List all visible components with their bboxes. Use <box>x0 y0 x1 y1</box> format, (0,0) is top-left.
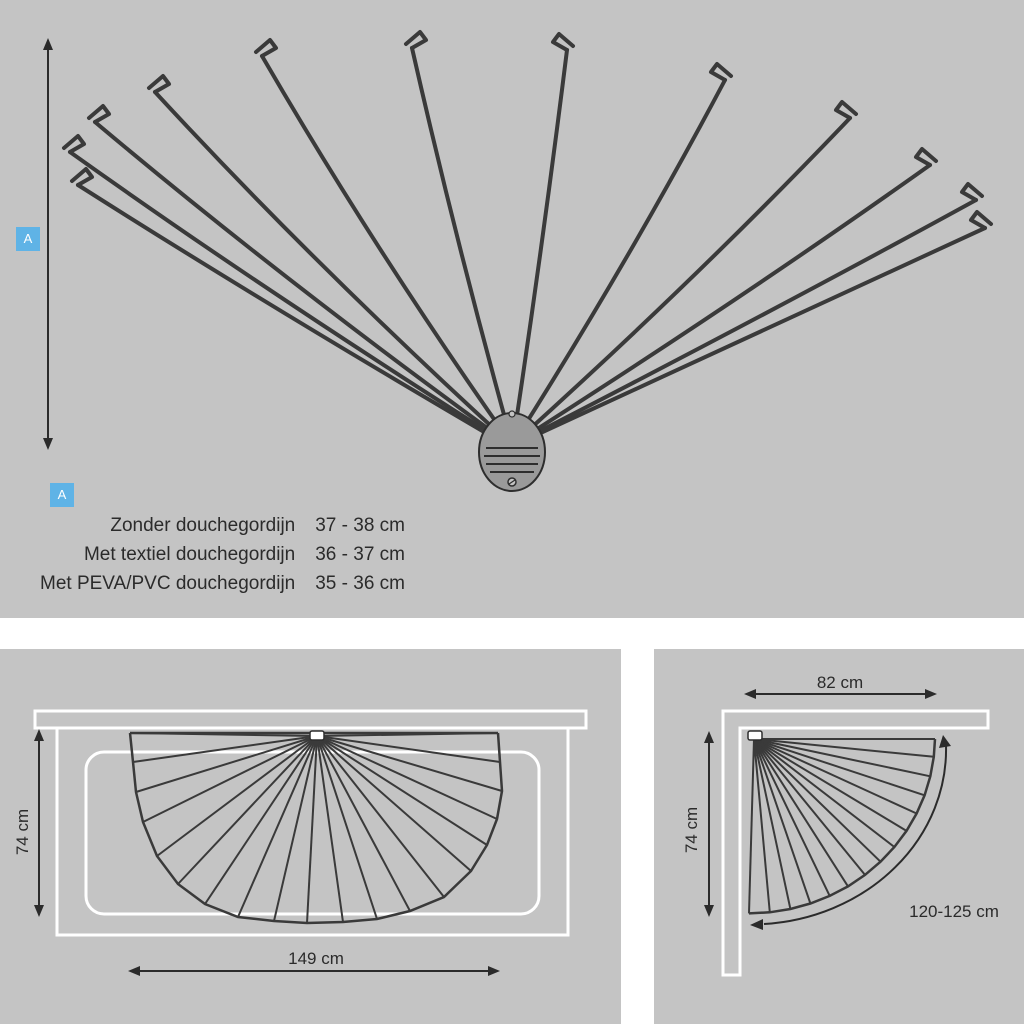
curtain-fan <box>748 738 937 915</box>
curtain-rod <box>204 735 318 905</box>
rod-hook <box>62 134 86 154</box>
curtain-rod <box>237 735 318 918</box>
curtain-rod <box>132 735 318 763</box>
rod <box>260 54 510 440</box>
curtain-outline <box>748 738 937 915</box>
measurement-row: Zonder douchegordijn 37 - 38 cm <box>40 511 405 540</box>
rod <box>68 150 500 440</box>
corner-panel: 82 cm 74 cm 120-125 cm <box>654 649 1024 1024</box>
rod-hook <box>960 182 984 202</box>
curtain-rod <box>753 738 849 887</box>
curtain-rod <box>316 735 501 763</box>
curtain-rod <box>316 735 472 872</box>
rod-fan-panel: A A Zonder douchegordijn 37 - 38 cm Met … <box>0 0 1024 618</box>
curtain-rod <box>753 738 918 815</box>
curtain-outline <box>128 732 504 925</box>
width-dimension-arrow <box>744 689 937 699</box>
depth-dimension-arrow <box>704 731 714 917</box>
rod <box>527 226 987 440</box>
curtain-rod <box>753 738 931 778</box>
depth-label: 74 cm <box>13 809 32 855</box>
bathtub-panel: 74 cm 149 cm <box>0 649 621 1024</box>
measurement-table: Zonder douchegordijn 37 - 38 cm Met text… <box>40 511 405 598</box>
rod-fan <box>62 30 993 440</box>
rod <box>518 116 852 440</box>
tub-outline <box>55 728 570 937</box>
depth-dimension-arrow <box>34 729 44 917</box>
curtain-rod <box>753 738 812 904</box>
rod <box>153 90 506 440</box>
corner-wall <box>721 709 990 977</box>
curtain-rod <box>753 738 925 797</box>
measurement-row: Met textiel douchegordijn 36 - 37 cm <box>40 540 405 569</box>
curtain-rod <box>316 735 498 820</box>
measurement-value: 36 - 37 cm <box>315 544 405 565</box>
bathtub-diagram: 74 cm 149 cm <box>13 709 588 976</box>
rod <box>93 120 503 440</box>
rod-hook <box>254 38 278 58</box>
corner-diagram: 82 cm 74 cm 120-125 cm <box>682 673 999 977</box>
mount-bracket <box>747 730 763 741</box>
rod-hook <box>834 100 858 120</box>
width-label: 82 cm <box>817 673 863 692</box>
curtain-rod <box>753 738 896 848</box>
curtain-rod <box>273 735 318 922</box>
arc-dimension-arrow <box>750 735 951 930</box>
measurement-row: Met PEVA/PVC douchegordijn 35 - 36 cm <box>40 569 405 598</box>
width-label: 149 cm <box>288 949 344 968</box>
measurement-label: Met textiel douchegordijn <box>83 544 296 565</box>
rod <box>511 48 569 440</box>
measurement-label: Zonder douchegordijn <box>110 515 296 536</box>
curtain-rod <box>753 738 792 910</box>
curtain-rod <box>753 738 908 832</box>
arc-label: 120-125 cm <box>909 902 999 921</box>
curtain-rod <box>316 735 344 923</box>
width-dimension-arrow <box>128 966 500 976</box>
height-dimension-badge: A <box>16 227 40 251</box>
rod-hook <box>404 30 428 50</box>
measurement-value: 37 - 38 cm <box>315 515 405 536</box>
rod-hook <box>70 167 94 187</box>
rod-hook <box>914 147 938 167</box>
legend-badge: A <box>50 483 74 507</box>
curtain-rod <box>753 738 882 863</box>
rod-hook <box>551 32 575 52</box>
curtain-rod <box>316 735 411 912</box>
curtain-rod <box>316 735 488 846</box>
curtain-rod <box>316 735 503 792</box>
rod-hook <box>709 62 733 82</box>
measurement-label: Met PEVA/PVC douchegordijn <box>40 573 296 594</box>
curtain-rod <box>753 738 771 913</box>
curtain-rod <box>142 735 318 823</box>
wall-mount <box>478 410 546 492</box>
curtain-rod <box>753 738 831 897</box>
rod <box>410 46 513 440</box>
rod <box>76 183 497 440</box>
curtain-rod <box>306 735 318 924</box>
measurement-value: 35 - 36 cm <box>315 573 405 594</box>
curtain-rod <box>316 732 499 737</box>
rod <box>521 163 932 440</box>
rod-hook <box>87 104 111 124</box>
curtain-rod <box>748 738 755 914</box>
rod-hook <box>147 74 171 94</box>
rod-fan-illustration <box>43 30 993 492</box>
curtain-rod <box>177 735 318 885</box>
depth-label: 74 cm <box>682 807 701 853</box>
curtain-fan <box>128 731 504 925</box>
curtain-rod <box>753 738 866 876</box>
wall-bar <box>33 709 588 730</box>
curtain-rod <box>156 735 318 857</box>
rod-hook <box>969 210 993 230</box>
curtain-rod <box>135 735 318 793</box>
curtain-rod <box>316 735 378 920</box>
curtain-rod <box>316 735 445 898</box>
mount-bracket <box>309 730 325 741</box>
height-dimension-arrow <box>43 38 53 450</box>
rod <box>514 78 727 440</box>
rod <box>524 198 978 440</box>
curtain-rod <box>753 738 934 758</box>
curtain-rod <box>129 732 318 737</box>
